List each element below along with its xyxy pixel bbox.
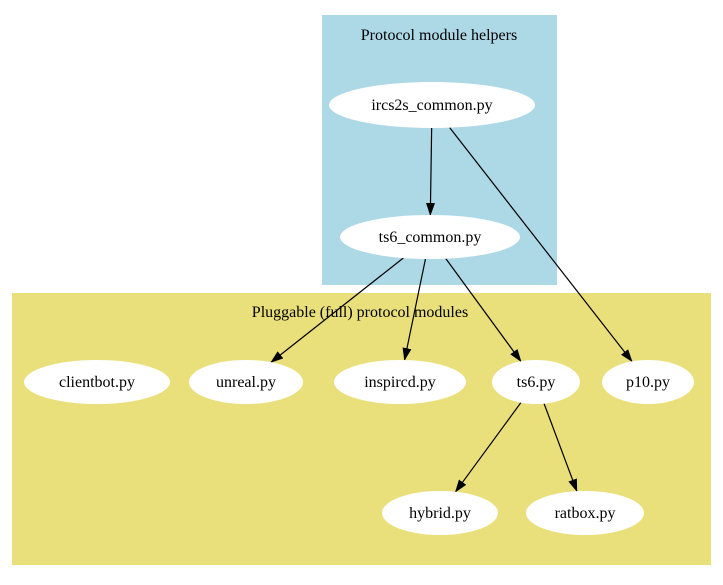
node-ts6-label: ts6.py: [517, 374, 556, 391]
node-inspircd-ellipse: [334, 360, 466, 404]
node-hybrid-ellipse: [382, 491, 498, 535]
node-p10-label: p10.py: [626, 374, 670, 391]
edge-ircs2s_common-to-p10: [449, 127, 633, 363]
node-ts6-ellipse: [492, 360, 580, 404]
edges-layer: [270, 127, 633, 493]
node-unreal-ellipse: [189, 360, 303, 404]
edge-ts6-to-ratbox: [543, 403, 578, 493]
node-ratbox-ellipse: [526, 491, 644, 535]
edge-ircs2s_common-to-ts6_common: [426, 127, 436, 217]
cluster-pluggable-protocol-modules-label: Pluggable (full) protocol modules: [252, 304, 468, 321]
node-inspircd-label: inspircd.py: [364, 374, 436, 391]
node-ts6_common-ellipse: [340, 215, 520, 259]
edge-ts6_common-to-ts6: [445, 258, 522, 363]
node-p10-ellipse: [602, 360, 694, 404]
node-ircs2s_common-ellipse: [329, 82, 535, 128]
node-hybrid-label: hybrid.py: [409, 505, 471, 522]
node-clientbot-ellipse: [24, 360, 170, 404]
node-unreal-label: unreal.py: [216, 374, 276, 391]
edge-ts6-to-hybrid: [454, 402, 522, 493]
node-ircs2s_common-label: ircs2s_common.py: [371, 97, 492, 114]
node-clientbot-label: clientbot.py: [59, 374, 135, 391]
nodes-layer: ircs2s_common.py ts6_common.py clientbot.p…: [24, 82, 694, 535]
node-ratbox-label: ratbox.py: [555, 505, 616, 522]
cluster-protocol-module-helpers-label: Protocol module helpers: [361, 27, 517, 44]
edge-ts6_common-to-unreal: [270, 257, 404, 363]
node-ts6_common-label: ts6_common.py: [379, 229, 482, 246]
edge-ts6_common-to-inspircd: [402, 258, 427, 362]
